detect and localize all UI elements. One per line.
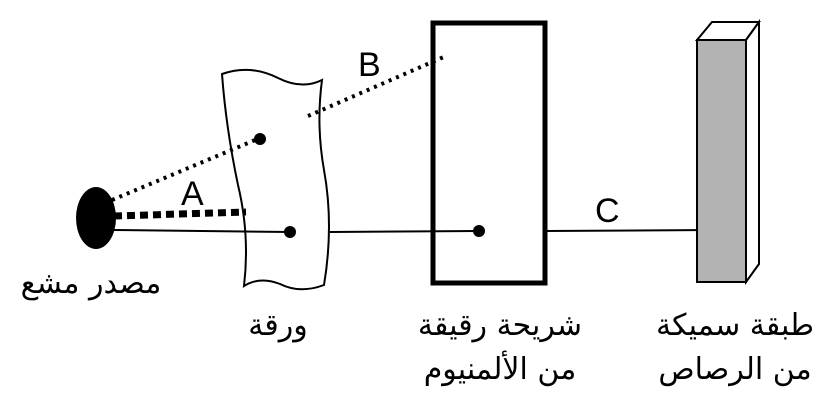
ray-c-dot-paper <box>284 226 296 238</box>
ray-c-segment-2 <box>329 230 479 233</box>
ray-c-dot-aluminum <box>473 225 485 237</box>
ray-c-segment-1 <box>113 229 291 233</box>
ray-b-segment-2 <box>307 54 447 118</box>
lead-block-front <box>696 39 747 283</box>
aluminum-sheet <box>430 20 548 286</box>
ray-c-segment-3 <box>544 229 713 232</box>
ray-c-label: C <box>595 192 620 230</box>
radioactive-source <box>76 187 116 249</box>
ray-b-dot-paper <box>254 133 266 145</box>
paper-label: ورقة <box>248 308 308 343</box>
aluminum-label-line-1: شريحة رقيقة <box>417 308 583 343</box>
lead-label-line-1: طبقة سميكة <box>656 308 814 343</box>
aluminum-label-line-2: من الألمنيوم <box>423 352 577 387</box>
ray-a <box>113 208 247 220</box>
paper-sheet <box>220 68 330 291</box>
lead-block-top-edge <box>745 18 760 286</box>
ray-b-segment-1 <box>111 136 261 202</box>
lead-label-line-2: من الرصاص <box>658 352 812 387</box>
ray-b-label: B <box>358 46 381 84</box>
ray-a-label: A <box>181 175 204 213</box>
source-label: مصدر مشع <box>20 266 162 301</box>
